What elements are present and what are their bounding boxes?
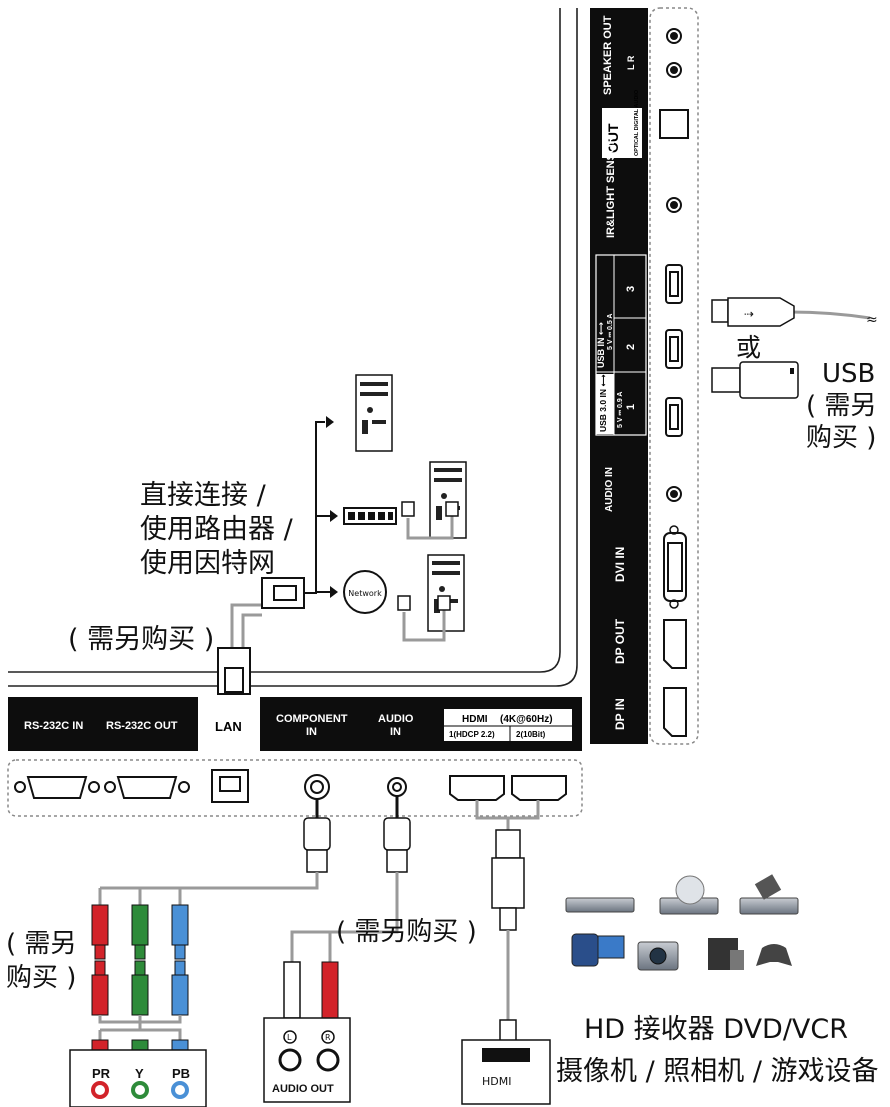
lan-text-1: 直接连接 / (140, 480, 267, 511)
speaker-lr-label: L R (626, 55, 636, 70)
network-branch-lines (304, 421, 330, 594)
comp-buy-text-1: ( 需另 (6, 929, 76, 959)
hdmi-box-label: HDMI (482, 1075, 511, 1088)
lan-text-2: 使用路由器 / (140, 514, 294, 545)
dp-out-label: DP OUT (613, 618, 627, 664)
lan-plug (217, 577, 305, 695)
y-label: Y (135, 1066, 144, 1081)
hdmi-cable (461, 800, 551, 1105)
optical-label: OPTICAL DIGITAL AUDIO (634, 89, 640, 156)
component-label-1: COMPONENT (276, 713, 348, 725)
usb-port-3-label: 3 (625, 286, 637, 292)
monitor-outline (8, 8, 578, 687)
audio-out-label: AUDIO OUT (272, 1083, 334, 1095)
audio-r-label: R (325, 1033, 331, 1042)
usb-text: USB (822, 359, 875, 389)
pc-icon (355, 374, 467, 632)
rs232c-in-label: RS-232C IN (24, 720, 83, 732)
devices-text-2: 摄像机 / 照相机 / 游戏设备 (556, 1056, 879, 1087)
svg-text:≈: ≈ (866, 312, 878, 328)
network-label: Network (348, 589, 382, 598)
hdmi-logo: HDMI (462, 714, 488, 725)
lan-buy-text: ( 需另购买 ) (68, 624, 214, 655)
audio-in-label-2: IN (390, 726, 401, 738)
usb30-rating: 5 V ⎓ 0.9 A (617, 392, 624, 428)
side-panel: SPEAKER OUT L R OUT OPTICAL DIGITAL AUDI… (590, 7, 699, 745)
audio-l-label: L (287, 1033, 292, 1042)
audio-cable (263, 796, 411, 1103)
usb-port-2-label: 2 (625, 344, 637, 350)
device-icons (565, 874, 799, 971)
usb-buy-text-2: 购买 ) (806, 423, 876, 453)
lan-label: LAN (215, 719, 242, 734)
usb-port-1-label: 1 (625, 404, 637, 410)
usb-buy-text-1: ( 需另 (806, 391, 876, 421)
pr-label: PR (92, 1066, 111, 1081)
pb-label: PB (172, 1066, 190, 1081)
audio-in-label-1: AUDIO (378, 713, 414, 725)
comp-buy-text-2: 购买 ) (6, 963, 76, 993)
usb-cable: ≈ ⇢ (711, 297, 878, 328)
audio-buy-text: ( 需另购买 ) (336, 917, 477, 947)
component-cables (69, 799, 331, 1107)
audio-in-side-label: AUDIO IN (604, 467, 615, 512)
devices-text-1: HD 接收器 DVD/VCR (584, 1014, 848, 1045)
hdmi-port1-label: 1(HDCP 2.2) (449, 730, 495, 739)
dvi-in-label: DVI IN (613, 547, 627, 582)
out-label: OUT (605, 123, 621, 153)
speaker-out-label: SPEAKER OUT (602, 15, 614, 95)
dp-in-label: DP IN (613, 698, 627, 730)
hdmi-port2-label: 2(10Bit) (516, 730, 546, 739)
rs232c-out-label: RS-232C OUT (106, 720, 178, 732)
lan-text-3: 使用因特网 (140, 548, 275, 579)
ir-light-label: IR&LIGHT SENSOR (605, 136, 617, 238)
usb-in-label: USB IN ⟷ (596, 322, 606, 368)
usb-or-text: 或 (736, 333, 761, 362)
bottom-panel: RS-232C IN RS-232C OUT LAN COMPONENT IN … (7, 697, 583, 817)
usb-stick-icon (711, 361, 799, 399)
svg-text:⇢: ⇢ (744, 307, 754, 321)
usb-in-rating: 5 V ⎓ 0.5 A (607, 314, 614, 350)
component-label-2: IN (306, 726, 317, 738)
hdmi-spec: (4K@60Hz) (500, 714, 553, 725)
usb30-in-label: USB 3.0 IN ⟷ (598, 374, 608, 432)
network-icon (343, 570, 387, 614)
